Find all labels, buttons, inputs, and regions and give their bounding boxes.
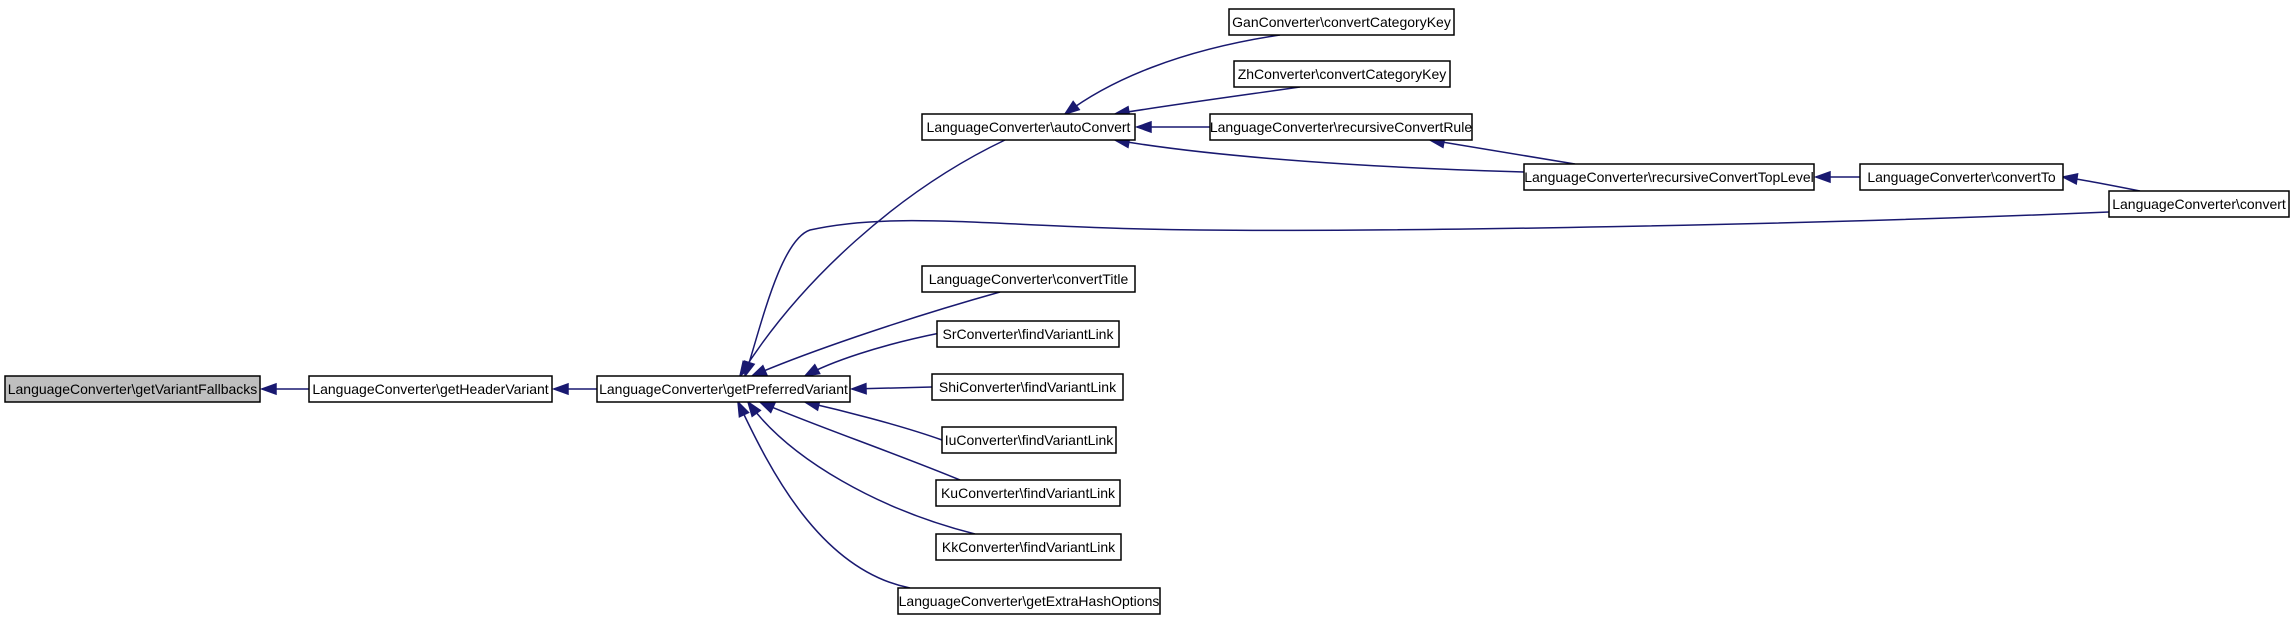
node-box bbox=[931, 373, 1124, 401]
edge-n9-n8 bbox=[2060, 172, 2141, 192]
arrowhead-icon bbox=[737, 399, 750, 418]
node-n7[interactable]: LanguageConverter\recursiveConvertTopLev… bbox=[1523, 163, 1815, 191]
node-box bbox=[921, 113, 1136, 141]
node-n9[interactable]: LanguageConverter\convert bbox=[2108, 190, 2290, 218]
node-n6[interactable]: LanguageConverter\recursiveConvertRule bbox=[1209, 113, 1473, 141]
node-box bbox=[897, 587, 1161, 615]
node-n5[interactable]: ZhConverter\convertCategoryKey bbox=[1233, 60, 1451, 88]
node-label: ShiConverter\findVariantLink bbox=[939, 379, 1117, 395]
node-box bbox=[921, 265, 1136, 293]
node-label: LanguageConverter\convert bbox=[2112, 196, 2286, 212]
edge-n13-n2 bbox=[802, 399, 943, 441]
edge-n5-n3 bbox=[1112, 86, 1301, 118]
arrowhead-icon bbox=[259, 382, 277, 396]
arrowhead-icon bbox=[1134, 120, 1152, 134]
edge-line bbox=[747, 401, 976, 535]
node-box bbox=[1523, 163, 1815, 191]
edge-line bbox=[739, 139, 1006, 377]
edge-n12-n2 bbox=[849, 382, 933, 395]
node-label: LanguageConverter\convertTo bbox=[1867, 169, 2056, 185]
arrowhead-icon bbox=[551, 382, 569, 396]
node-box bbox=[2108, 190, 2290, 218]
arrowhead-icon bbox=[849, 382, 867, 395]
node-label: LanguageConverter\getHeaderVariant bbox=[312, 381, 548, 397]
node-label: LanguageConverter\getExtraHashOptions bbox=[899, 593, 1160, 609]
edge-line bbox=[1114, 139, 1525, 173]
node-n3[interactable]: LanguageConverter\autoConvert bbox=[921, 113, 1136, 141]
node-label: SrConverter\findVariantLink bbox=[943, 326, 1115, 342]
node-box bbox=[935, 533, 1122, 561]
node-label: GanConverter\convertCategoryKey bbox=[1232, 14, 1451, 30]
arrowhead-icon bbox=[743, 360, 756, 379]
edges bbox=[259, 34, 2141, 589]
edge-n8-n7 bbox=[1813, 170, 1860, 184]
edge-n16-n2 bbox=[737, 399, 911, 589]
node-box bbox=[1228, 8, 1455, 36]
node-label: ZhConverter\convertCategoryKey bbox=[1238, 66, 1447, 82]
node-box bbox=[1233, 60, 1451, 88]
edge-n6-n3 bbox=[1134, 120, 1210, 134]
node-n13[interactable]: IuConverter\findVariantLink bbox=[941, 426, 1117, 454]
edge-line bbox=[804, 401, 943, 441]
node-n16[interactable]: LanguageConverter\getExtraHashOptions bbox=[897, 587, 1161, 615]
edge-n2-n1 bbox=[551, 382, 597, 396]
edge-line bbox=[751, 291, 1001, 377]
node-n4[interactable]: GanConverter\convertCategoryKey bbox=[1228, 8, 1455, 36]
node-box bbox=[1209, 113, 1473, 141]
node-label: LanguageConverter\convertTitle bbox=[929, 271, 1129, 287]
arrowhead-icon bbox=[803, 363, 821, 378]
edge-n11-n2 bbox=[803, 332, 941, 378]
edge-n7-n3 bbox=[1112, 136, 1525, 173]
node-label: KuConverter\findVariantLink bbox=[941, 485, 1116, 501]
node-label: LanguageConverter\recursiveConvertRule bbox=[1210, 119, 1472, 135]
arrowhead-icon bbox=[2060, 172, 2079, 186]
edge-line bbox=[1429, 139, 1576, 165]
node-n14[interactable]: KuConverter\findVariantLink bbox=[935, 479, 1121, 507]
node-n2[interactable]: LanguageConverter\getPreferredVariant bbox=[596, 375, 851, 403]
node-label: IuConverter\findVariantLink bbox=[945, 432, 1115, 448]
edge-line bbox=[744, 211, 2110, 377]
arrowhead-icon bbox=[757, 401, 776, 414]
node-box bbox=[308, 375, 553, 403]
node-box bbox=[935, 479, 1121, 507]
edge-line bbox=[1064, 34, 1281, 115]
node-n10[interactable]: LanguageConverter\convertTitle bbox=[921, 265, 1136, 293]
node-n1[interactable]: LanguageConverter\getHeaderVariant bbox=[308, 375, 553, 403]
node-box bbox=[936, 320, 1120, 348]
node-box bbox=[1859, 163, 2064, 191]
edge-n14-n2 bbox=[757, 401, 961, 481]
node-label: LanguageConverter\recursiveConvertTopLev… bbox=[1524, 169, 1814, 185]
node-n11[interactable]: SrConverter\findVariantLink bbox=[936, 320, 1120, 348]
arrowhead-icon bbox=[746, 400, 762, 418]
node-label: KkConverter\findVariantLink bbox=[942, 539, 1116, 555]
edge-line bbox=[759, 401, 961, 481]
arrowhead-icon bbox=[749, 364, 768, 377]
node-label: LanguageConverter\autoConvert bbox=[927, 119, 1131, 135]
edge-n4-n3 bbox=[1063, 34, 1281, 116]
edge-n1-n0 bbox=[259, 382, 309, 396]
node-box bbox=[596, 375, 851, 403]
edge-n9-n2 bbox=[743, 211, 2110, 379]
node-n12[interactable]: ShiConverter\findVariantLink bbox=[931, 373, 1124, 401]
edge-n15-n2 bbox=[746, 400, 976, 535]
node-box bbox=[941, 426, 1117, 454]
edge-line bbox=[1114, 86, 1301, 115]
node-label: LanguageConverter\getPreferredVariant bbox=[599, 381, 848, 397]
node-n8[interactable]: LanguageConverter\convertTo bbox=[1859, 163, 2064, 191]
node-box bbox=[4, 375, 261, 403]
edge-line bbox=[737, 401, 911, 589]
node-n15[interactable]: KkConverter\findVariantLink bbox=[935, 533, 1122, 561]
node-label: LanguageConverter\getVariantFallbacks bbox=[8, 381, 258, 397]
node-n0[interactable]: LanguageConverter\getVariantFallbacks bbox=[4, 375, 261, 403]
arrowhead-icon bbox=[1063, 100, 1081, 116]
edge-n7-n6 bbox=[1427, 136, 1576, 165]
arrowhead-icon bbox=[1813, 170, 1831, 184]
edge-line bbox=[804, 332, 941, 377]
